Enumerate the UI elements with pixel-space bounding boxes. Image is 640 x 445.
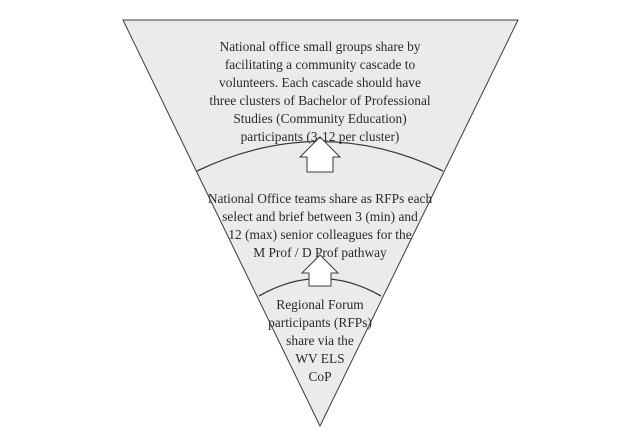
tier-bottom-line: WV ELS <box>295 351 345 366</box>
tier-middle-line: M Prof / D Prof pathway <box>253 245 387 260</box>
tier-top-line: participants (3-12 per cluster) <box>240 129 400 144</box>
tier-middle-line: 12 (max) senior colleagues for the <box>228 227 412 242</box>
tier-top-line: facilitating a community cascade to <box>224 57 416 72</box>
tier-text-bottom: Regional Forum participants (RFPs) share… <box>266 296 374 386</box>
arrow-up-icon-lower <box>300 254 340 287</box>
tier-bottom-line: Regional Forum <box>276 297 364 312</box>
arrow-up-icon-upper <box>298 136 342 173</box>
tier-bottom-line: CoP <box>308 369 332 384</box>
tier-middle-line: National Office teams share as RFPs each <box>207 191 433 206</box>
tier-top-line: Studies (Community Education) <box>233 111 407 126</box>
tier-top-line: three clusters of Bachelor of Profession… <box>209 93 431 108</box>
tier-top-line: volunteers. Each cascade should have <box>219 75 421 90</box>
tier-bottom-line: share via the <box>286 333 354 348</box>
tier-text-top: National office small groups share by fa… <box>185 38 455 146</box>
tier-text-middle: National Office teams share as RFPs each… <box>192 190 448 262</box>
tier-top-line: National office small groups share by <box>219 39 421 54</box>
tier-bottom-line: participants (RFPs) <box>268 315 372 330</box>
pyramid-triangle <box>122 19 519 428</box>
tier-middle-line: select and brief between 3 (min) and <box>222 209 418 224</box>
